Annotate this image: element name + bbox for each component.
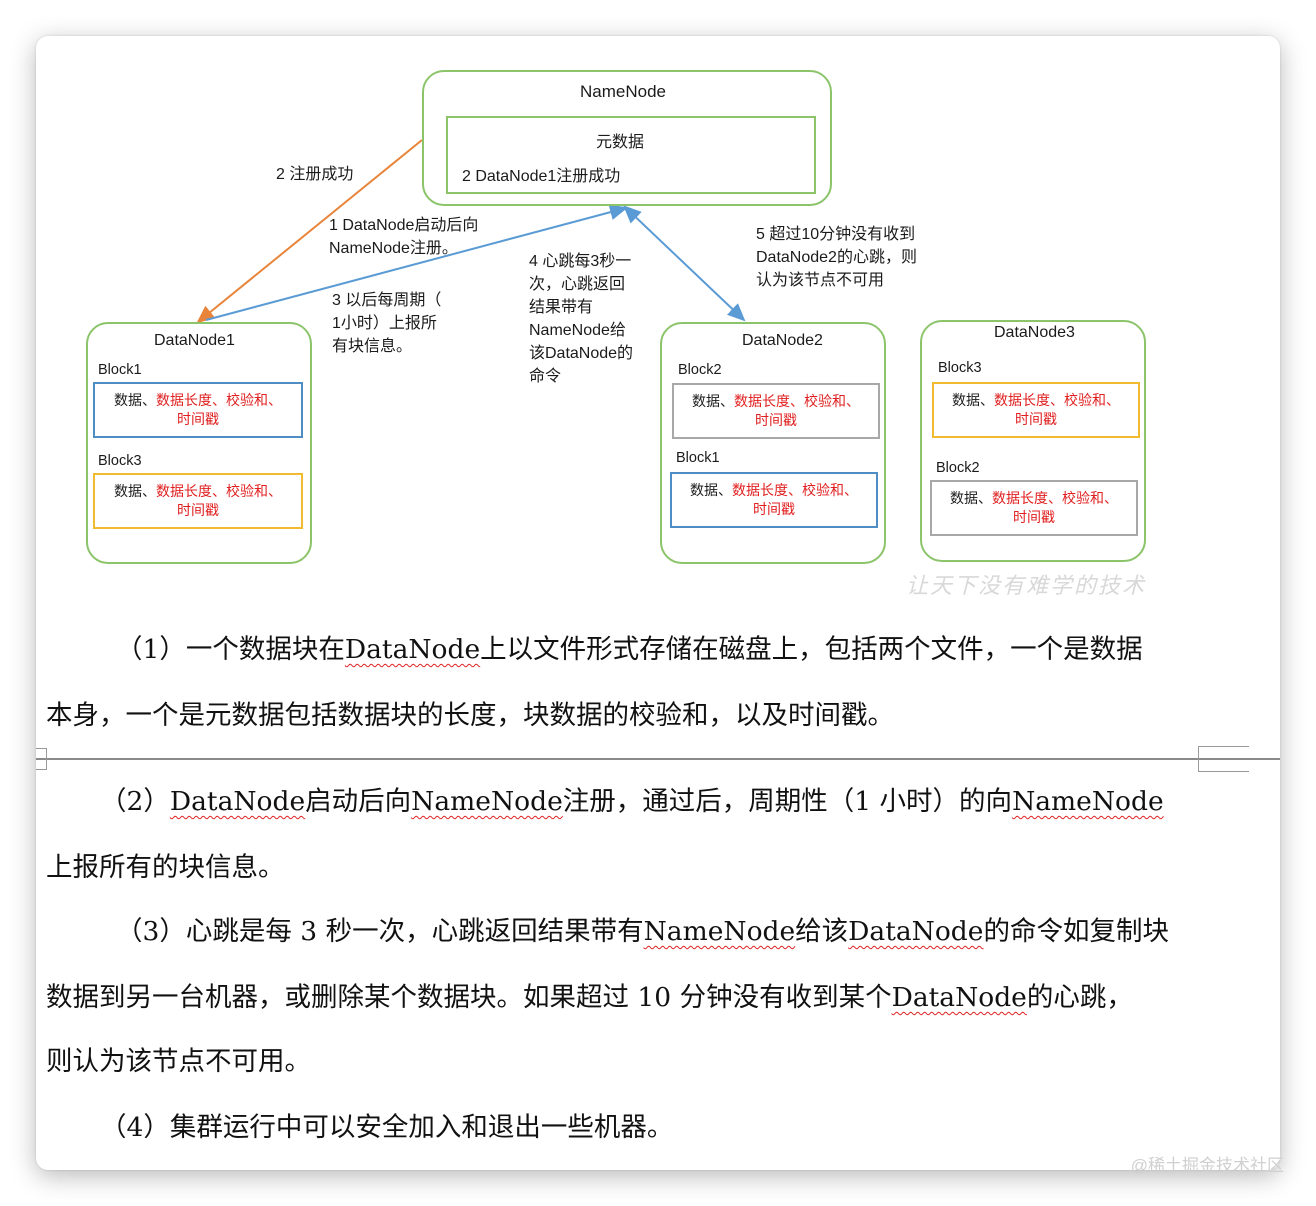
paragraph-3-line-2: 数据到另一台机器，或删除某个数据块。如果超过 10 分钟没有收到某个DataNo…: [46, 982, 1133, 1013]
block-label: Block1: [676, 450, 720, 466]
block-fields: 数据、数据长度、校验和、 时间戳: [93, 382, 303, 438]
namenode-box: NameNode 元数据 2 DataNode1注册成功: [422, 70, 832, 206]
page-corner-marker-left: [36, 748, 47, 770]
paragraph-2-line-1: （2）DataNode启动后向NameNode注册，通过后，周期性（1 小时）的…: [100, 786, 1164, 817]
watermark: 让天下没有难学的技术: [906, 574, 1147, 599]
register-arrow: [205, 204, 628, 321]
paragraph-3-line-1: （3）心跳是每 3 秒一次，心跳返回结果带有NameNode给该DataNode…: [116, 916, 1169, 947]
block-fields: 数据、数据长度、校验和、 时间戳: [670, 472, 878, 528]
block-label: Block3: [98, 453, 142, 469]
datanode1-box: DataNode1 Block1 数据、数据长度、校验和、 时间戳 Block3…: [86, 322, 312, 564]
page-break-divider: [36, 758, 1280, 760]
paragraph-1-line-1: （1）一个数据块在DataNode上以文件形式存储在磁盘上，包括两个文件，一个是…: [116, 634, 1143, 665]
datanode3-title: DataNode3: [994, 324, 1075, 341]
metadata-label: 元数据: [596, 134, 645, 151]
heartbeat-arrow: [623, 205, 746, 322]
block-fields: 数据、数据长度、校验和、 时间戳: [93, 473, 303, 529]
block-label: Block2: [936, 460, 980, 476]
block-label: Block1: [98, 362, 142, 378]
paragraph-2-line-2: 上报所有的块信息。: [46, 852, 285, 883]
datanode3-box: DataNode3 Block3 数据、数据长度、校验和、 时间戳 Block2…: [920, 320, 1146, 562]
paragraph-1-line-2: 本身，一个是元数据包括数据块的长度，块数据的校验和，以及时间戳。: [46, 700, 894, 731]
paragraph-4: （4）集群运行中可以安全加入和退出一些机器。: [100, 1112, 674, 1143]
paragraph-3-line-3: 则认为该节点不可用。: [46, 1046, 311, 1077]
page-corner-marker-right: [1198, 746, 1249, 772]
document-page: NameNode 元数据 2 DataNode1注册成功 2 注册成功 1 Da…: [36, 36, 1280, 1170]
source-credit: @稀土掘金技术社区: [1130, 1156, 1284, 1175]
diagram-arrows: [196, 139, 746, 324]
register-success-label: 2 注册成功: [276, 166, 354, 183]
heartbeat-label: 4 心跳每3秒一 次，心跳返回 结果带有 NameNode给 该DataNode…: [529, 253, 634, 385]
block-label: Block3: [938, 360, 982, 376]
datanode2-title: DataNode2: [742, 332, 823, 349]
datanode1-title: DataNode1: [154, 332, 235, 349]
register-label: 1 DataNode启动后向 NameNode注册。: [329, 217, 479, 257]
metadata-box: 元数据 2 DataNode1注册成功: [446, 116, 816, 194]
namenode-title: NameNode: [580, 82, 666, 101]
block-fields: 数据、数据长度、校验和、 时间戳: [930, 480, 1138, 536]
block-label: Block2: [678, 362, 722, 378]
block-fields: 数据、数据长度、校验和、 时间戳: [932, 382, 1140, 438]
datanode2-box: DataNode2 Block2 数据、数据长度、校验和、 时间戳 Block1…: [660, 322, 886, 564]
block-fields: 数据、数据长度、校验和、 时间戳: [672, 383, 880, 439]
timeout-label: 5 超过10分钟没有收到 DataNode2的心跳，则 认为该节点不可用: [756, 226, 917, 289]
register-success-record: 2 DataNode1注册成功: [462, 168, 621, 185]
register-success-arrow: [196, 139, 423, 324]
block-report-label: 3 以后每周期（ 1小时）上报所 有块信息。: [332, 292, 442, 355]
